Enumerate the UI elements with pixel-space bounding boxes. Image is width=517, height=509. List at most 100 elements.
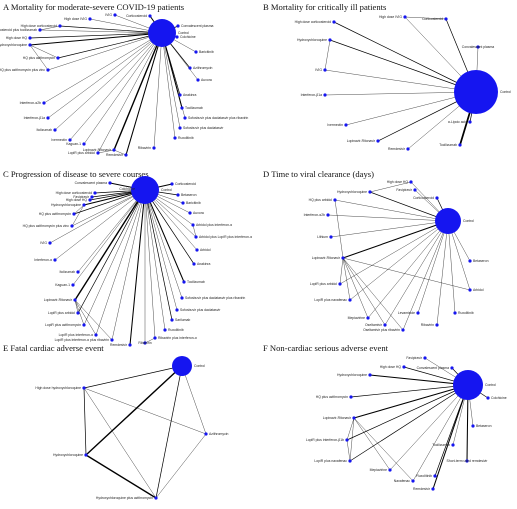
label-c-ribavirin: Ribavirin bbox=[138, 341, 151, 345]
edge-e-3 bbox=[155, 365, 183, 499]
label-c-control: Control bbox=[161, 188, 172, 192]
label-b-high-dose-corticosteroid: High dose corticosteroid bbox=[295, 20, 331, 24]
edge-f-6 bbox=[353, 384, 469, 419]
node-c-hq-plus-azithromycin bbox=[72, 212, 76, 216]
label-e-high-dose-hydroxychloroquine: High dose hydroxychloroquine bbox=[35, 386, 81, 390]
node-a-ruxolitinib bbox=[173, 136, 177, 140]
node-c-arbidol bbox=[195, 248, 199, 252]
node-a-sofosbuvir-plus-daclatasvir-plus-ribavirin bbox=[183, 116, 187, 120]
label-d-ribavirin: Ribavirin bbox=[421, 323, 434, 327]
node-b-convalescent-plasma bbox=[476, 45, 480, 49]
edge-a-28 bbox=[97, 149, 115, 154]
label-f-remdesivir: Remdesivir bbox=[413, 487, 431, 491]
label-a-anakinra: Anakinra bbox=[183, 93, 196, 97]
label-c-sofosbuvir-plus-daclatasvir-plus-ribavirin: Sofosbuvir plus daclatasvir plus ribavir… bbox=[185, 296, 245, 300]
node-f-betaseron bbox=[471, 424, 475, 428]
label-c-hq-plus-azithromycin-plus-zinc: HQ plus azithromycin plus zinc bbox=[23, 224, 70, 228]
label-b-hydroxychloroquine: Hydroxychloroquine bbox=[297, 38, 327, 42]
node-a-ivig bbox=[113, 13, 117, 17]
edge-c-24 bbox=[72, 189, 146, 286]
node-d-hq-plus-arbidol bbox=[333, 198, 337, 202]
node-c-anakinra bbox=[192, 262, 196, 266]
edge-f-4 bbox=[350, 384, 469, 398]
label-f-lopinavir-ritonavir: Lopinavir-Ritonavir bbox=[323, 416, 352, 420]
label-f-high-dose-hq: High dose HQ bbox=[380, 365, 402, 369]
node-f-remdesivir bbox=[431, 487, 435, 491]
label-c-kaguan-1: Kaguan-1 bbox=[55, 283, 70, 287]
edge-c-23 bbox=[74, 189, 146, 301]
label-a-interferon-2b: Interferon-α2b bbox=[20, 101, 41, 105]
edge-c-25 bbox=[77, 189, 146, 273]
edge-d-14 bbox=[327, 214, 449, 222]
label-c-lopir-plus-azithromycin: LopiR plus azithromycin bbox=[45, 323, 81, 327]
label-c-convalescent-plasma: Convalescent plasma bbox=[75, 181, 108, 185]
node-a-auxora bbox=[196, 78, 200, 82]
node-c-high-dose-corticosteroid bbox=[93, 191, 97, 195]
edge-d-7 bbox=[402, 220, 449, 331]
node-b-tocilizumab bbox=[458, 143, 462, 147]
node-e-azithromycin bbox=[204, 432, 208, 436]
label-c-itolizumab: Itolizumab bbox=[60, 270, 76, 274]
edge-d-18 bbox=[342, 257, 471, 291]
edge-e-0 bbox=[83, 365, 183, 389]
edge-a-25 bbox=[59, 25, 163, 34]
label-d-control: Control bbox=[463, 219, 474, 223]
edge-c-34 bbox=[74, 299, 97, 336]
edge-c-16 bbox=[144, 189, 156, 339]
label-c-arbidol-plus-interferon: Arbidol plus interferon-α bbox=[196, 223, 232, 227]
label-d-betaseron: Betaseron bbox=[473, 259, 489, 263]
node-e-high-dose-hydroxychloroquine bbox=[82, 386, 86, 390]
label-d-hq-plus-arbidol: HQ plus arbidol bbox=[309, 198, 333, 202]
node-a-ivermectin bbox=[68, 138, 72, 142]
node-e-hydroxychloroquine-plus-azithromycin bbox=[154, 496, 158, 500]
edge-d-22 bbox=[342, 257, 386, 326]
label-d-lopir-plus-navafenac: LopiR plus navafenac bbox=[314, 298, 347, 302]
edge-c-27 bbox=[49, 189, 146, 244]
node-b-hydroxychloroquine bbox=[328, 38, 332, 42]
edge-c-11 bbox=[144, 189, 185, 283]
edge-e-2 bbox=[85, 365, 183, 456]
label-a-corticosteroid: Corticosteroid bbox=[126, 14, 147, 18]
node-a-convalescent-plasma bbox=[176, 24, 180, 28]
edge-c-14 bbox=[144, 189, 173, 321]
edge-e-5 bbox=[83, 387, 157, 499]
edge-c-20 bbox=[95, 189, 146, 336]
node-c-betaseron bbox=[176, 193, 180, 197]
label-c-ivig: IVIG bbox=[40, 241, 47, 245]
edge-a-23 bbox=[29, 32, 163, 39]
label-e-azithromycin: Azithromycin bbox=[209, 432, 229, 436]
edge-b-5 bbox=[324, 69, 477, 93]
label-a-remdesivir: Remdesivir bbox=[106, 153, 124, 157]
label-c-auxora: Auxora bbox=[193, 211, 204, 215]
node-a-hq-plus-azithromycin bbox=[56, 56, 60, 60]
edge-a-32 bbox=[113, 149, 127, 156]
edge-c-22 bbox=[77, 189, 146, 314]
edge-b-6 bbox=[324, 91, 477, 96]
node-c-control bbox=[131, 176, 159, 204]
node-c-arbidol-plus-interferon bbox=[191, 223, 195, 227]
edge-a-20 bbox=[47, 32, 163, 71]
edge-a-18 bbox=[47, 32, 163, 119]
edge-f-12 bbox=[389, 384, 469, 471]
node-b-ivermectin bbox=[344, 123, 348, 127]
edge-a-14 bbox=[97, 32, 163, 154]
label-a-convalescent-plasma: Convalescent plasma bbox=[181, 24, 214, 28]
edge-d-10 bbox=[349, 220, 449, 301]
label-a-ivermectin: Ivermectin bbox=[51, 138, 67, 142]
node-b-control bbox=[454, 70, 498, 114]
node-d-arbidol bbox=[468, 288, 472, 292]
node-e-hydroxychloroquine bbox=[84, 453, 88, 457]
edge-c-15 bbox=[144, 189, 166, 331]
edge-a-16 bbox=[69, 32, 163, 141]
node-c-hq-plus-azithromycin-plus-zinc bbox=[70, 224, 74, 228]
label-c-hq-plus-azithromycin: HQ plus azithromycin bbox=[39, 212, 71, 216]
node-d-high-dose-hq bbox=[409, 180, 413, 184]
label-e-control: Control bbox=[194, 364, 205, 368]
node-c-lopir-plus-arbidol bbox=[76, 311, 80, 315]
node-a-remdesivir bbox=[124, 153, 128, 157]
node-c-remdesivir bbox=[128, 343, 132, 347]
node-f-control bbox=[453, 370, 483, 400]
node-e-control bbox=[172, 356, 192, 376]
node-a-high-dose-corticosteroid bbox=[58, 24, 62, 28]
label-f-tocilizumab: Tocilizumab bbox=[432, 443, 450, 447]
